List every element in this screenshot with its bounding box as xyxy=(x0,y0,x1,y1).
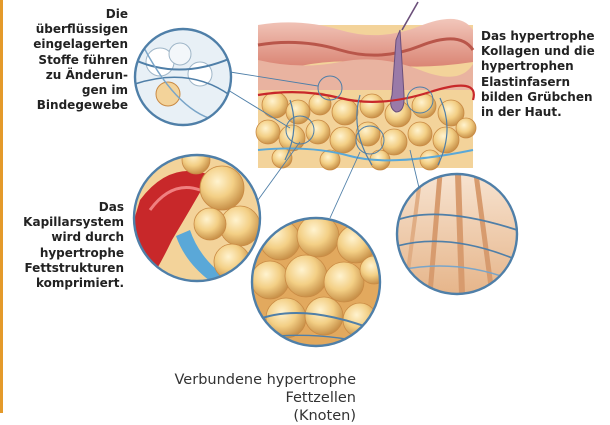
label-line: gen im xyxy=(12,83,128,98)
caption-line: Verbundene hypertrophe Fettzellen xyxy=(120,371,356,407)
caption-line: (Knoten) xyxy=(120,407,356,425)
label-line: zu Änderun- xyxy=(12,68,128,83)
caption-connected-fat-cells: Verbundene hypertrophe Fettzellen (Knote… xyxy=(120,371,356,425)
label-capillary-system: Das Kapillarsystem wird durch hypertroph… xyxy=(12,200,124,291)
label-line: eingelagerten xyxy=(12,37,128,52)
label-line: Das xyxy=(12,200,124,215)
label-line: Elastinfasern xyxy=(481,75,609,90)
zoom-circle-capillaries xyxy=(134,146,260,281)
zoom-circle-collagen xyxy=(397,174,517,294)
label-excess-deposits: Die überflüssigen eingelagerten Stoffe f… xyxy=(12,7,128,113)
label-line: Fettstrukturen xyxy=(12,261,124,276)
label-line: Die xyxy=(12,7,128,22)
zoom-circle-fat-cells xyxy=(251,215,388,346)
label-line: Kapillarsystem xyxy=(12,215,124,230)
label-line: Stoffe führen xyxy=(12,53,128,68)
label-hypertrophic-collagen: Das hypertrophe Kollagen und die hypertr… xyxy=(481,29,609,120)
label-line: Bindegewebe xyxy=(12,98,128,113)
zoom-circle-connective-tissue xyxy=(135,29,231,125)
label-line: hypertrophen xyxy=(481,59,609,74)
label-line: in der Haut. xyxy=(481,105,609,120)
label-line: Das hypertrophe xyxy=(481,29,609,44)
label-line: komprimiert. xyxy=(12,276,124,291)
label-line: überflüssigen xyxy=(12,22,128,37)
label-line: hypertrophe xyxy=(12,246,124,261)
illustration-frame: Die überflüssigen eingelagerten Stoffe f… xyxy=(0,0,610,413)
label-line: wird durch xyxy=(12,230,124,245)
label-line: bilden Grübchen xyxy=(481,90,609,105)
label-line: Kollagen und die xyxy=(481,44,609,59)
skin-block xyxy=(256,2,476,170)
